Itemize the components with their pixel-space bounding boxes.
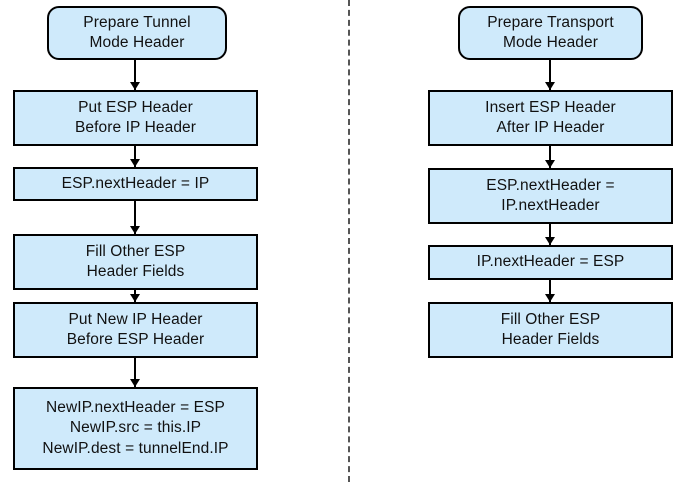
flow-node-tunnel-step-3: Fill Other ESP Header Fields xyxy=(13,234,258,290)
arrow-head-icon xyxy=(130,379,140,387)
arrow-head-icon xyxy=(130,82,140,90)
flow-node-tunnel-step-5: NewIP.nextHeader = ESP NewIP.src = this.… xyxy=(13,387,258,470)
flow-node-transport-step-3: IP.nextHeader = ESP xyxy=(428,245,673,280)
arrow-head-icon xyxy=(545,82,555,90)
arrow-shaft xyxy=(549,224,551,245)
arrow-shaft xyxy=(549,60,551,90)
flow-node-tunnel-step-4: Put New IP Header Before ESP Header xyxy=(13,302,258,358)
arrow-head-icon xyxy=(545,294,555,302)
arrow-head-icon xyxy=(130,159,140,167)
arrow-head-icon xyxy=(545,160,555,168)
flow-node-tunnel-step-1: Put ESP Header Before IP Header xyxy=(13,90,258,146)
flow-node-transport-step-1: Insert ESP Header After IP Header xyxy=(428,90,673,146)
flow-node-transport-step-2: ESP.nextHeader = IP.nextHeader xyxy=(428,168,673,224)
flow-node-tunnel-step-2: ESP.nextHeader = IP xyxy=(13,167,258,201)
column-divider xyxy=(348,0,350,482)
flow-node-tunnel-start: Prepare Tunnel Mode Header xyxy=(47,6,227,60)
arrow-head-icon xyxy=(130,294,140,302)
arrow-shaft xyxy=(134,146,136,167)
flow-node-transport-step-4: Fill Other ESP Header Fields xyxy=(428,302,673,358)
arrow-shaft xyxy=(549,146,551,168)
arrow-shaft xyxy=(134,60,136,90)
arrow-head-icon xyxy=(545,237,555,245)
arrow-shaft xyxy=(134,201,136,234)
arrow-head-icon xyxy=(130,226,140,234)
arrow-shaft xyxy=(134,358,136,387)
arrow-shaft xyxy=(549,280,551,302)
flow-node-transport-start: Prepare Transport Mode Header xyxy=(458,6,643,60)
